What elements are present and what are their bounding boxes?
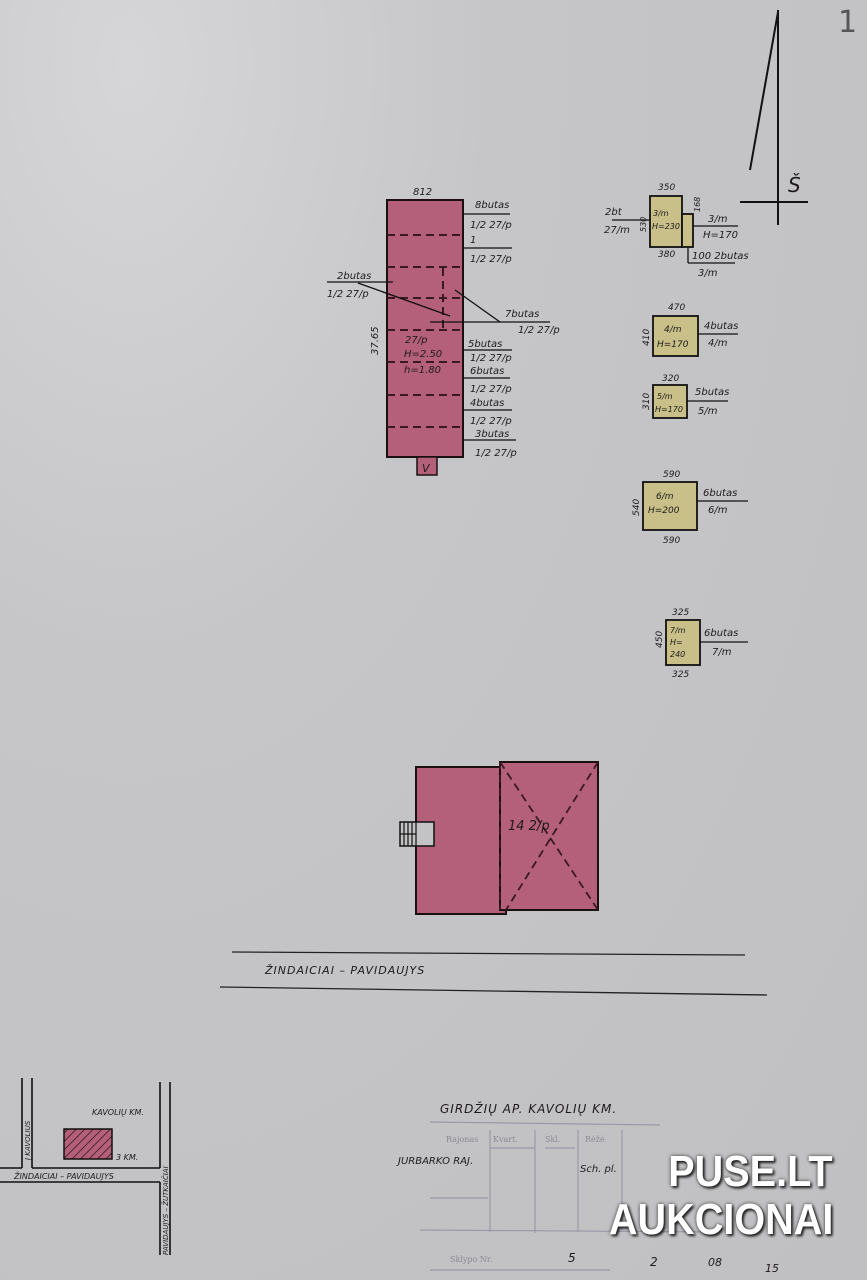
apt-label-7: 7butas xyxy=(505,309,539,320)
road xyxy=(219,951,768,996)
shed-1-bottom: 380 xyxy=(658,250,675,260)
shed-5-top: 325 xyxy=(672,608,689,618)
shed-1-label-b: 27/m xyxy=(604,225,630,236)
shed-1-label-f: 3/m xyxy=(698,268,718,279)
shed-3: 320 310 5/m H=170 5butas 5/m xyxy=(642,374,729,419)
title-number-1: 5 xyxy=(568,1251,576,1265)
col-header-2: Kvart. xyxy=(493,1135,518,1144)
barn-building: 14 2/p xyxy=(399,761,599,915)
inset-village: KAVOLIŲ KM. xyxy=(92,1108,144,1117)
shed-5-sub: 7/m xyxy=(712,647,732,658)
title-number-2: 2 xyxy=(650,1255,658,1269)
apt-share-1: 1/2 27/p xyxy=(470,254,512,265)
shed-1-label-a: 2bt xyxy=(605,207,623,218)
inset-marker: 3 KM. xyxy=(116,1153,138,1162)
top-dimension: 812 xyxy=(413,187,432,198)
inset-road-left: Į KAVOLIUS xyxy=(24,1120,32,1161)
title-number-3: 08 xyxy=(708,1256,722,1269)
shed-5-bottom: 325 xyxy=(672,670,689,680)
main-residential-building: V 812 37.65 27/p H=2.50 h=1.80 xyxy=(370,187,464,476)
inset-road-right: PAVIDAUJYS – ŽUTKAIČIAI xyxy=(161,1166,170,1255)
shed-4-sub: 6/m xyxy=(708,505,728,516)
apt-share-7: 1/2 27/p xyxy=(518,325,560,336)
shed-3-inner-1: 5/m xyxy=(657,392,673,401)
apt-share-5: 1/2 27/p xyxy=(470,353,512,364)
north-label: Š xyxy=(788,173,801,197)
apt-label-3: 3butas xyxy=(475,429,509,440)
shed-3-inner-2: H=170 xyxy=(655,405,683,414)
shed-1: 350 380 530 168 3/m H=230 2bt 27/m 3/m H… xyxy=(604,183,749,279)
entrance-label: V xyxy=(422,462,431,475)
shed-2-label: 4butas xyxy=(704,321,738,332)
shed-4: 590 590 540 6/m H=200 6butas 6/m xyxy=(632,470,748,546)
shed-5-side: 450 xyxy=(655,631,665,648)
shed-2-inner-2: H=170 xyxy=(657,340,689,350)
watermark-line-1: PUSE.LT xyxy=(668,1147,833,1196)
shed-5-label: 6butas xyxy=(704,628,738,639)
title-district: JURBARKO RAJ. xyxy=(396,1156,473,1167)
apt-share-4: 1/2 27/p xyxy=(470,416,512,427)
location-inset-map: KAVOLIŲ KM. 3 KM. ŽINDAICIAI – PAVIDAUJY… xyxy=(0,1078,171,1255)
shed-1-label-c: 3/m xyxy=(708,214,728,225)
shed-3-sub: 5/m xyxy=(698,406,718,417)
road-label: ŽINDAICIAI – PAVIDAUJYS xyxy=(264,964,425,977)
shed-1-inner-2: H=230 xyxy=(652,222,680,231)
shed-1-label-e: 100 2butas xyxy=(692,251,749,262)
shed-1-side: 530 xyxy=(639,217,648,232)
shed-3-label: 5butas xyxy=(695,387,729,398)
center-label-1: 27/p xyxy=(405,335,427,346)
shed-1-inner-1: 3/m xyxy=(653,209,669,218)
apt-label-6: 6butas xyxy=(470,366,504,377)
center-label-2: H=2.50 xyxy=(404,349,442,360)
title-location: GIRDŽIŲ AP. KAVOLIŲ KM. xyxy=(440,1101,617,1116)
inset-road-h: ŽINDAICIAI – PAVIDAUJYS xyxy=(13,1170,114,1181)
shed-5: 325 325 450 7/m H= 240 6butas 7/m xyxy=(655,608,748,680)
title-number-4: 15 xyxy=(765,1262,779,1275)
shed-3-top: 320 xyxy=(662,374,679,384)
apt-share-8: 1/2 27/p xyxy=(470,220,512,231)
watermark-line-2: AUKCIONAI xyxy=(608,1195,833,1244)
shed-4-inner-1: 6/m xyxy=(656,492,674,502)
shed-2-inner-1: 4/m xyxy=(664,325,682,335)
shed-4-bottom: 590 xyxy=(663,536,680,546)
title-scale: Sch. pl. xyxy=(580,1164,617,1175)
col-header-4: Rėžė xyxy=(585,1135,605,1144)
shed-1-label-d: H=170 xyxy=(703,230,738,241)
shed-5-inner-3: 240 xyxy=(670,650,685,659)
shed-1-side2: 168 xyxy=(693,197,702,212)
shed-5-inner-1: 7/m xyxy=(670,626,686,635)
title-block: GIRDŽIŲ AP. KAVOLIŲ KM. JURBARKO RAJ. Ra… xyxy=(396,1101,779,1275)
apt-label-4: 4butas xyxy=(470,398,504,409)
col-header-1: Rajonas xyxy=(446,1135,478,1144)
shed-4-top: 590 xyxy=(663,470,680,480)
shed-2-top: 470 xyxy=(668,303,685,313)
shed-2-sub: 4/m xyxy=(708,338,728,349)
shed-2: 470 410 4/m H=170 4butas 4/m xyxy=(642,303,738,357)
apt-label-5: 5butas xyxy=(468,339,502,350)
shed-4-side: 540 xyxy=(632,499,642,516)
center-label-3: h=1.80 xyxy=(404,365,441,376)
apt-share-6: 1/2 27/p xyxy=(470,384,512,395)
north-arrow-icon xyxy=(740,10,808,225)
shed-2-side: 410 xyxy=(642,329,652,346)
side-dimension: 37.65 xyxy=(370,326,381,355)
page-number: 1 xyxy=(838,5,857,40)
shed-4-inner-2: H=200 xyxy=(648,506,680,516)
shed-4-label: 6butas xyxy=(703,488,737,499)
apt-label-2: 2butas xyxy=(337,271,371,282)
barn-label: 14 2/p xyxy=(508,819,550,834)
apt-label-8: 8butas xyxy=(475,200,509,211)
shed-1-top: 350 xyxy=(658,183,675,193)
shed-5-inner-2: H= xyxy=(670,638,683,647)
apt-share-3: 1/2 27/p xyxy=(475,448,517,459)
col-header-3: Skl. xyxy=(545,1135,560,1144)
apt-share-2: 1/2 27/p xyxy=(327,289,369,300)
shed-3-side: 310 xyxy=(642,393,652,410)
title-footer: Sklypo Nr. xyxy=(450,1255,492,1264)
apt-label-1: 1 xyxy=(470,235,476,246)
